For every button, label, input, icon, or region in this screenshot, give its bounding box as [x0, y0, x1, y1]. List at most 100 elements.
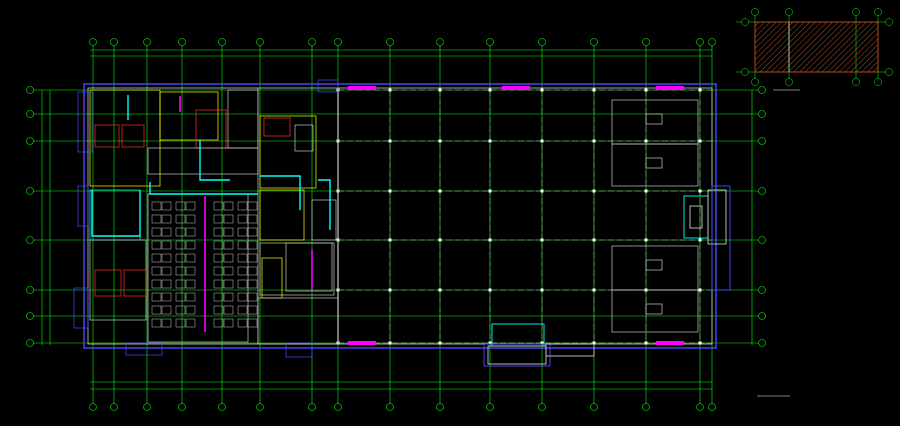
column [540, 88, 544, 92]
grid-bubble [708, 38, 716, 46]
desk [247, 240, 258, 250]
grid-axis-bubbles-bottom [89, 403, 716, 411]
column [388, 139, 392, 143]
column [488, 341, 492, 345]
desk [185, 266, 196, 276]
grid-bubble [758, 86, 766, 94]
column [540, 189, 544, 193]
column [644, 341, 648, 345]
grid-bubble [696, 38, 704, 46]
grid-bubble [143, 38, 151, 46]
column [540, 139, 544, 143]
desk [213, 253, 224, 263]
column [698, 88, 702, 92]
desk [237, 240, 248, 250]
desk [185, 227, 196, 237]
desk [237, 318, 248, 328]
grid-bubble [538, 38, 546, 46]
desk [161, 292, 172, 302]
grid-bubble [642, 38, 650, 46]
desk [237, 305, 248, 315]
grid-bubble [386, 403, 394, 411]
desk [223, 292, 234, 302]
grid-bubble [334, 38, 342, 46]
desk [161, 318, 172, 328]
column [488, 88, 492, 92]
desk [185, 201, 196, 211]
grid-bubble [758, 312, 766, 320]
desk [223, 214, 234, 224]
desk [185, 305, 196, 315]
desk [175, 253, 186, 263]
grid-bubble [143, 403, 151, 411]
column [540, 288, 544, 292]
desk [185, 279, 196, 289]
building-outer-wall [83, 83, 717, 349]
desk [247, 253, 258, 263]
column [388, 238, 392, 242]
desk [175, 227, 186, 237]
desk [175, 214, 186, 224]
grid-bubble [110, 38, 118, 46]
column [388, 341, 392, 345]
grid-bubble [26, 110, 34, 118]
desk [175, 318, 186, 328]
desk [213, 305, 224, 315]
desk [151, 305, 162, 315]
office-services-lines [91, 95, 331, 237]
column [592, 139, 596, 143]
column [488, 139, 492, 143]
desk [223, 227, 234, 237]
grid-bubble [642, 403, 650, 411]
grid-bubble [758, 236, 766, 244]
column [592, 189, 596, 193]
column [438, 288, 442, 292]
grid-bubble [26, 187, 34, 195]
column [698, 139, 702, 143]
grid-bubble [708, 403, 716, 411]
column [438, 88, 442, 92]
desk [161, 201, 172, 211]
desk [213, 201, 224, 211]
column [540, 341, 544, 345]
grid-bubble [26, 339, 34, 347]
column [644, 189, 648, 193]
desk [185, 318, 196, 328]
column [698, 288, 702, 292]
column [698, 189, 702, 193]
desk [247, 214, 258, 224]
column [592, 238, 596, 242]
grid-bubble [758, 339, 766, 347]
desk [213, 214, 224, 224]
grid-bubble [89, 38, 97, 46]
grid-bubble [26, 286, 34, 294]
office-desks [151, 201, 258, 328]
desk [151, 253, 162, 263]
grid-bubble [110, 403, 118, 411]
grid-axis-bubbles-left [26, 86, 34, 347]
grid-bubble [218, 38, 226, 46]
desk [151, 279, 162, 289]
office-zone [73, 79, 339, 358]
desk [161, 305, 172, 315]
grid-bubble [436, 403, 444, 411]
desk [237, 266, 248, 276]
grid-bubble [218, 403, 226, 411]
desk [185, 240, 196, 250]
structural-columns [336, 88, 702, 345]
office-ducts [179, 96, 313, 332]
column [388, 88, 392, 92]
grid-bubble [436, 38, 444, 46]
desk [161, 227, 172, 237]
desk [151, 227, 162, 237]
grid-bubble [758, 286, 766, 294]
column [438, 238, 442, 242]
key-plan [736, 8, 893, 91]
column [388, 288, 392, 292]
desk [213, 240, 224, 250]
column [592, 88, 596, 92]
desk [223, 240, 234, 250]
grid-bubble [256, 403, 264, 411]
loading-dock-east [683, 185, 731, 291]
